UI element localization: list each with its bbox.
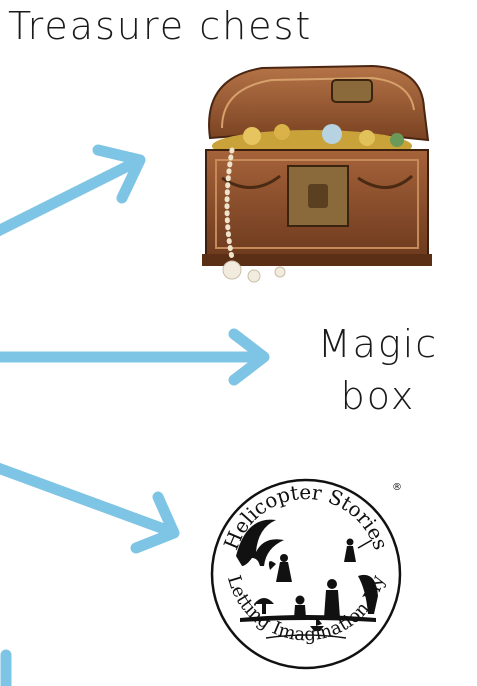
registered-mark: ® (392, 482, 402, 493)
helicopter-stories-logo: Helicopter Stories Letting Imagination F… (206, 466, 406, 681)
magic-box-line-2: box (298, 370, 458, 422)
arrow-to-logo (0, 465, 174, 548)
arrow-to-magic-box (0, 334, 264, 380)
magic-box-line-1: Magic (298, 318, 458, 370)
treasure-chest-image (192, 58, 432, 288)
magic-box-label: Magic box (298, 318, 458, 422)
arrow-to-chest (0, 150, 140, 235)
